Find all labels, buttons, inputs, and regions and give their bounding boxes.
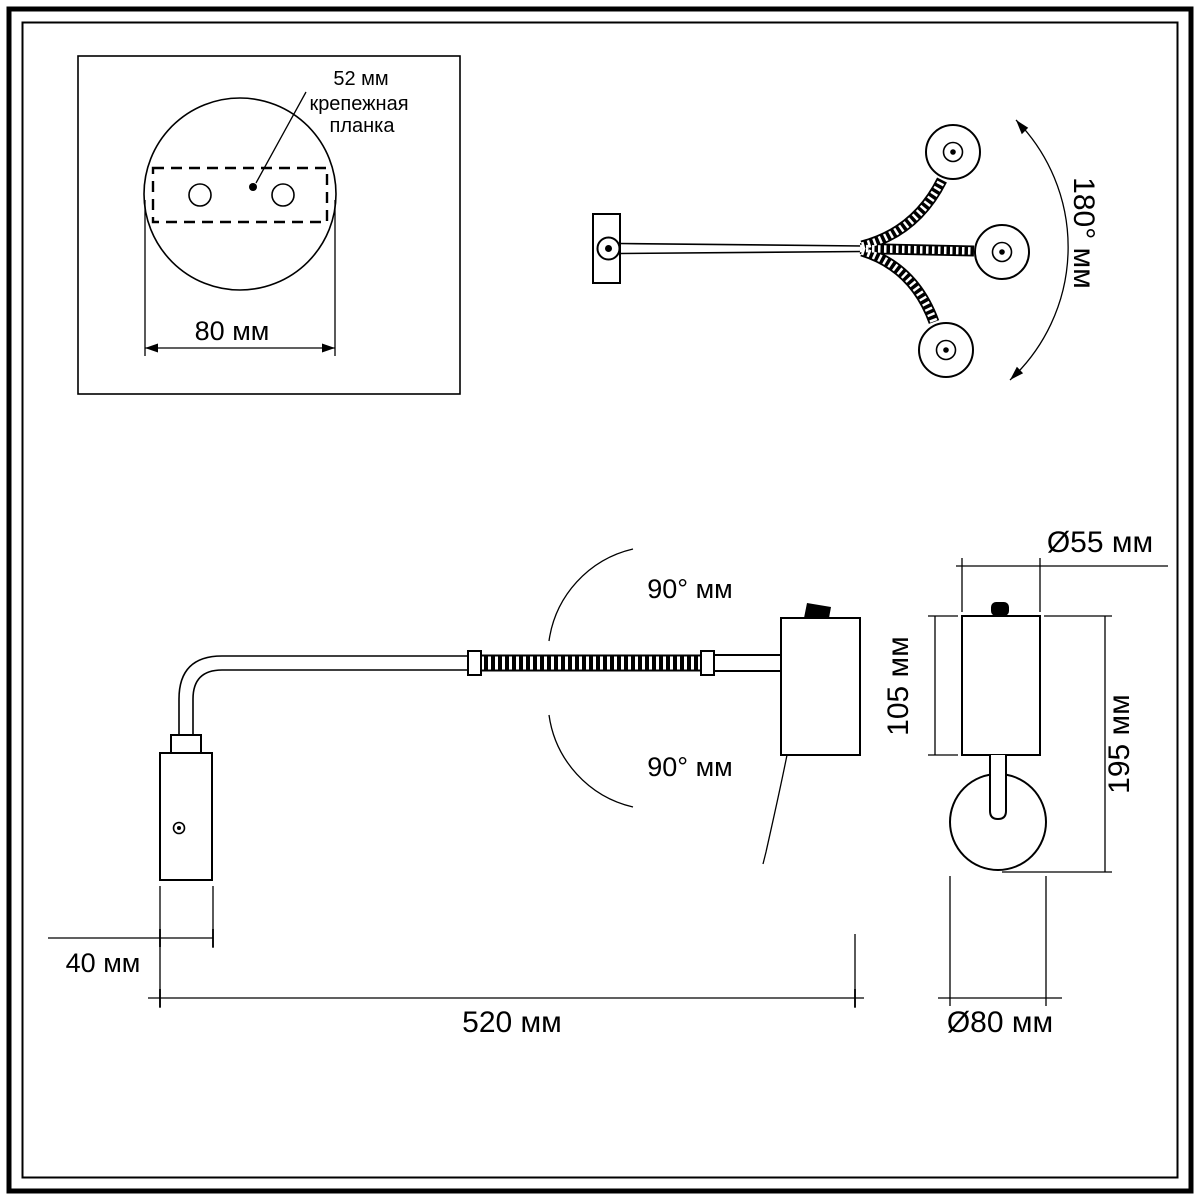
lamp-head-middle-position	[974, 224, 1030, 280]
detail-box	[77, 55, 461, 395]
front-view: Ø55 мм 105 мм 195 мм Ø80 мм	[882, 526, 1168, 1039]
arc-arrowhead-bottom	[1010, 366, 1024, 380]
stem-front	[989, 755, 1007, 821]
head-neck	[170, 734, 202, 754]
tilt-up-arc	[548, 548, 634, 642]
arm-top-edge	[619, 242, 863, 247]
arm-link	[713, 654, 782, 672]
screw-hole-left	[188, 183, 212, 207]
head-dot	[943, 347, 949, 353]
arrowhead-right	[322, 343, 335, 353]
swivel-arc	[1009, 119, 1069, 381]
head-dot	[999, 249, 1005, 255]
head-button	[172, 821, 186, 835]
rotation-range-view: 180° мм	[592, 119, 1100, 381]
body-diameter-dimension-label: Ø55 мм	[1047, 526, 1153, 559]
head-dot	[950, 149, 956, 155]
arm-tube-inner-edge	[192, 669, 469, 735]
gooseneck-up	[860, 177, 947, 252]
swivel-range-dimension-label: 180° мм	[1067, 177, 1100, 289]
center-point-dot	[249, 183, 257, 191]
hole-spacing-dimension-label: 52 мм	[333, 68, 388, 90]
reach-dimension-label: 520 мм	[462, 1006, 562, 1039]
inner-border	[21, 21, 1179, 1179]
mount-plate-view: 52 мм крепежная планка 80 мм	[77, 55, 461, 395]
gooseneck-ring-right	[700, 650, 715, 676]
mount-bar-label-line2: планка	[330, 115, 396, 137]
body-height-dimension-label: 105 мм	[882, 636, 915, 736]
gooseneck-ring-left	[467, 650, 482, 676]
wall-box	[780, 617, 861, 756]
arc-arrowhead-top	[1016, 120, 1029, 135]
mount-bar-dashed-rect	[151, 166, 329, 224]
side-view: 90° мм 90° мм 40 мм 520 мм	[48, 548, 864, 1039]
lamp-head-down-position	[918, 322, 974, 378]
pivot-dot	[605, 245, 612, 252]
head-width-dimension-label: 40 мм	[66, 948, 141, 978]
tilt-down-dimension-label: 90° мм	[647, 752, 732, 782]
lamp-head	[159, 752, 213, 881]
gooseneck-down	[860, 245, 940, 324]
plate-width-dimension-label: 80 мм	[195, 316, 270, 346]
arm-tube-outer-edge	[178, 655, 469, 735]
mount-bar-label-line1: крепежная	[309, 93, 408, 115]
power-cable	[762, 754, 788, 865]
head-lens	[942, 141, 964, 163]
tilt-up-dimension-label: 90° мм	[647, 574, 732, 604]
body-front	[961, 615, 1041, 756]
outer-border	[6, 6, 1194, 1194]
switch-knob-front	[991, 602, 1009, 616]
arm-bottom-edge	[619, 250, 863, 255]
head-button-dot	[177, 826, 181, 830]
lamp-head-up-position	[925, 124, 981, 180]
tilt-down-arc	[548, 714, 634, 808]
overall-height-dimension-label: 195 мм	[1103, 694, 1136, 794]
arrowhead-left	[145, 343, 158, 353]
head-diameter-dimension-label: Ø80 мм	[947, 1006, 1053, 1039]
gooseneck-up-stripes	[861, 178, 946, 250]
page-frame	[6, 6, 1194, 1194]
head-lens	[991, 241, 1013, 263]
gooseneck-down-stripes	[860, 247, 938, 324]
head-lens	[935, 339, 957, 361]
gooseneck-middle-stripes	[859, 244, 975, 255]
screw-hole-right	[271, 183, 295, 207]
switch-knob	[804, 603, 831, 618]
wall-plate-circle	[143, 97, 337, 291]
leader-line	[255, 91, 307, 184]
